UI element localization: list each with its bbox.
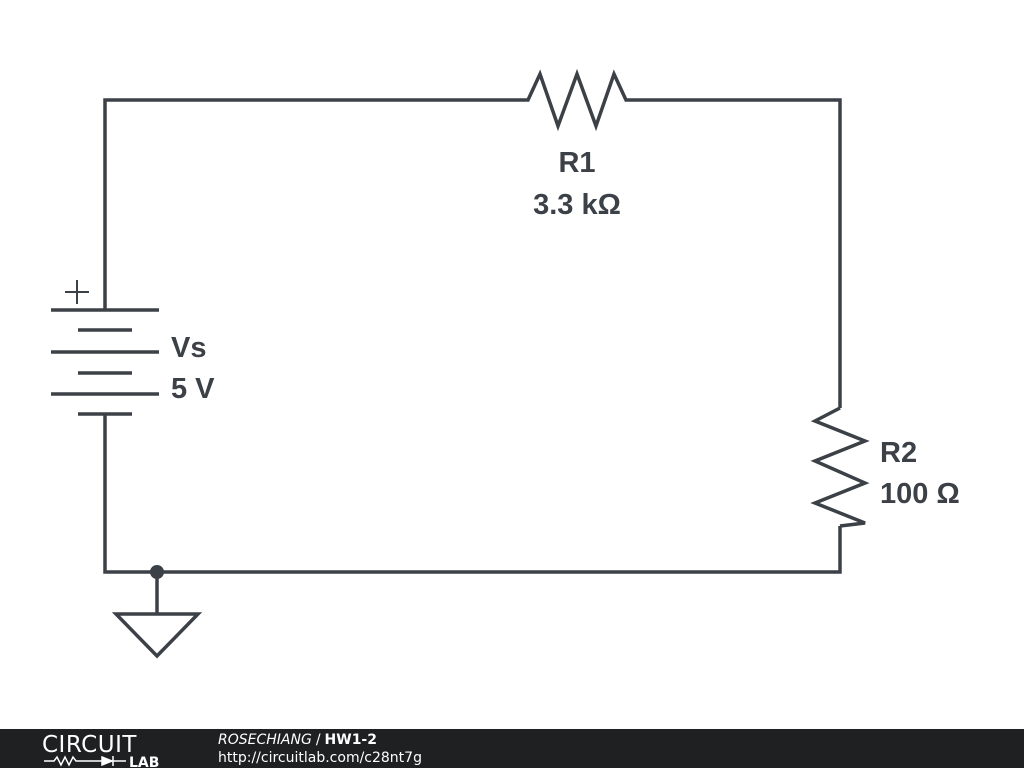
circuit-url-link[interactable]: http://circuitlab.com/c28nt7g	[218, 750, 422, 766]
vs-name-label: Vs	[171, 332, 206, 364]
resistor-diode-icon	[44, 755, 126, 767]
footer-bar: CIRCUIT LAB ROSECHIANG/HW1-2 http://circ…	[0, 729, 1024, 768]
circuit-schematic: R1 3.3 kΩ Vs 5 V R2 100 Ω	[51, 68, 960, 659]
logo-text-bottom: LAB	[129, 755, 159, 768]
r2-value-label: 100 Ω	[880, 478, 960, 510]
breadcrumb-separator: /	[315, 732, 321, 748]
vs-value-label: 5 V	[171, 373, 215, 405]
author-link[interactable]: ROSECHIANG	[218, 732, 312, 748]
r1-value-label: 3.3 kΩ	[533, 189, 621, 221]
resistor-r2	[810, 406, 870, 528]
ground-symbol	[111, 612, 203, 659]
resistor-r1	[518, 68, 636, 132]
circuit-title[interactable]: HW1-2	[324, 732, 377, 748]
logo-text-top: CIRCUIT	[42, 732, 137, 758]
junction-dot	[150, 565, 164, 579]
wire-bottom	[103, 414, 842, 574]
plus-polarity-icon	[65, 280, 89, 304]
wire-top-left	[103, 98, 518, 310]
circuitlab-logo[interactable]: CIRCUIT LAB	[40, 730, 180, 768]
battery-vs	[51, 308, 159, 416]
wire-top-right	[636, 98, 842, 408]
r2-name-label: R2	[880, 437, 917, 469]
r1-name-label: R1	[558, 147, 595, 179]
footer-info: ROSECHIANG/HW1-2 http://circuitlab.com/c…	[218, 731, 422, 767]
